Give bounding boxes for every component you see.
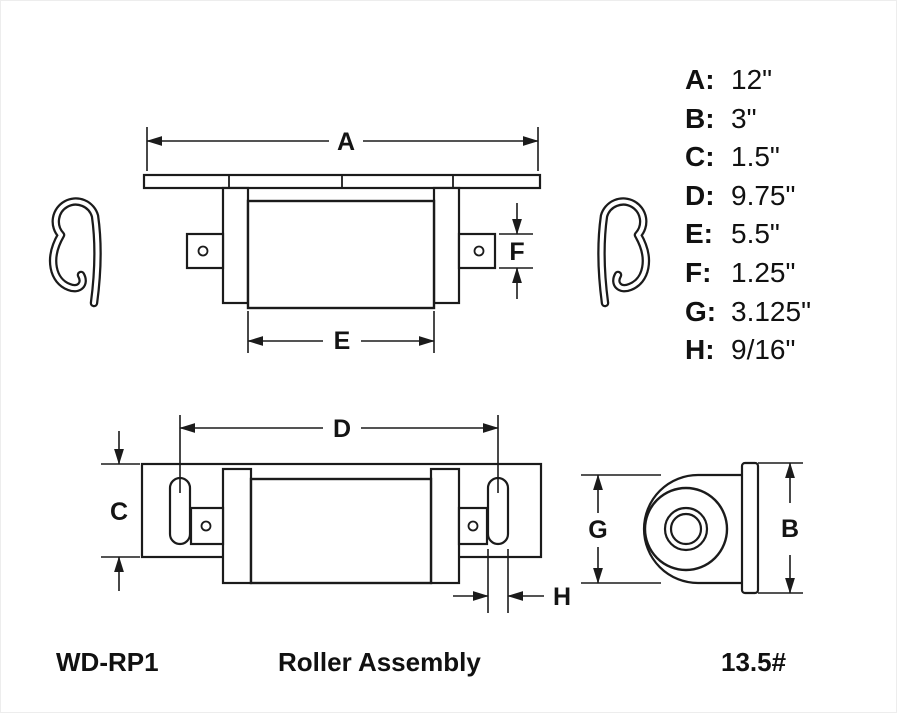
plan-roller	[249, 477, 433, 585]
dim-value: 3"	[731, 102, 757, 134]
side-view	[642, 461, 760, 595]
callout-E: E	[334, 327, 351, 355]
left-bracket	[221, 186, 250, 305]
dim-value: 9.75"	[731, 179, 796, 211]
dim-label: C:	[685, 141, 715, 173]
plan-right-bracket	[429, 467, 461, 585]
right-tab	[457, 232, 497, 270]
dimension-A	[146, 127, 539, 171]
dimension-D	[179, 415, 499, 493]
right-hitch-pin-clip	[597, 197, 650, 308]
weight: 13.5#	[721, 647, 787, 677]
dim-label: D:	[685, 179, 715, 211]
side-roller	[643, 486, 729, 572]
side-hub-outer	[663, 506, 709, 552]
plan-right-hole	[467, 520, 479, 532]
dim-value: 12"	[731, 64, 773, 95]
plan-right-tab	[457, 506, 489, 546]
dim-row-B: B: 3"	[685, 100, 875, 139]
dim-row-G: G: 3.125"	[685, 293, 875, 332]
dim-value: 1.5"	[731, 141, 780, 173]
front-view	[142, 173, 542, 310]
dim-value: 9/16"	[731, 334, 796, 366]
dim-value: 1.25"	[731, 256, 796, 288]
dimension-G	[581, 474, 661, 584]
callout-C: C	[110, 498, 128, 526]
dim-label: G:	[685, 295, 717, 327]
callout-F: F	[509, 238, 524, 266]
product-name: Roller Assembly	[278, 647, 481, 677]
callout-G: G	[588, 516, 607, 544]
dimension-B	[758, 462, 803, 594]
dim-label: H:	[685, 334, 715, 366]
side-hub-inner	[669, 512, 703, 546]
dimension-H	[453, 549, 544, 613]
dim-row-E: E: 5.5"	[685, 215, 875, 254]
dim-row-D: D: 9.75"	[685, 177, 875, 216]
dim-label: B:	[685, 102, 715, 134]
plan-view	[140, 462, 543, 585]
left-pin-hole	[197, 245, 209, 257]
left-tab	[185, 232, 225, 270]
callout-D: D	[333, 415, 351, 443]
callout-H: H	[553, 583, 571, 611]
dimension-table: A: 12" B: 3" C: 1.5" D: 9.75" E: 5.5" F: 1.25"…	[685, 61, 875, 370]
part-number: WD-RP1	[56, 647, 159, 677]
dim-row-F: F: 1.25"	[685, 254, 875, 293]
callout-B: B	[781, 515, 799, 543]
dim-label: E:	[685, 218, 713, 250]
side-plate	[740, 461, 760, 595]
left-hitch-pin-clip	[49, 197, 102, 308]
dim-label: A:	[685, 64, 715, 95]
plan-left-tab	[189, 506, 225, 546]
dim-label: F:	[685, 256, 712, 288]
dim-row-C: C: 1.5"	[685, 138, 875, 177]
dimension-F	[499, 203, 533, 299]
dimension-C	[101, 431, 140, 591]
plan-left-hole	[200, 520, 212, 532]
dim-value: 3.125"	[731, 295, 812, 327]
dim-value: 5.5"	[731, 218, 780, 250]
plan-left-bracket	[221, 467, 253, 585]
dimension-E	[247, 311, 435, 353]
right-bracket	[432, 186, 461, 305]
roller	[246, 199, 436, 310]
dim-row-A: A: 12"	[685, 61, 875, 100]
callout-A: A	[337, 128, 355, 156]
right-pin-hole	[473, 245, 485, 257]
dim-row-H: H: 9/16"	[685, 331, 875, 370]
